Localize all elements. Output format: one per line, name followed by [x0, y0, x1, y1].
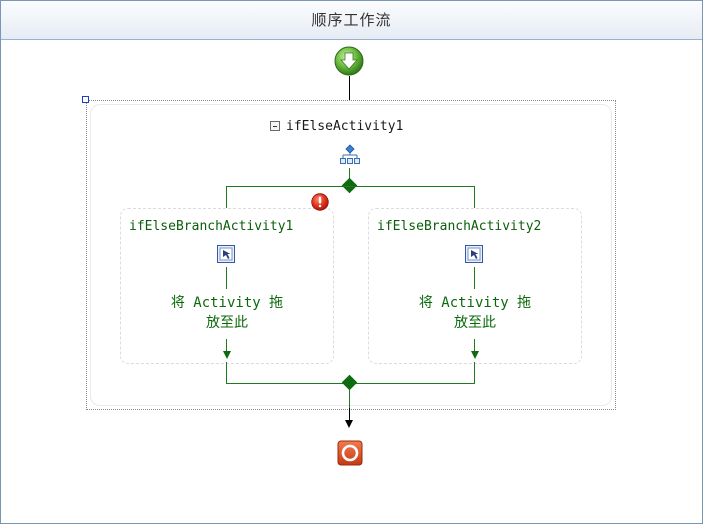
branch-1-line-bottom	[226, 339, 227, 351]
ifelse-activity-name: ifElseActivity1	[286, 118, 404, 134]
branch-1-line-top	[226, 267, 227, 289]
activity-placeholder-icon	[216, 244, 236, 264]
branch-2-arrow	[471, 351, 479, 359]
merge-connector-left	[226, 362, 227, 384]
connector-start	[349, 76, 350, 100]
ifelse-activity-container[interactable]	[86, 100, 616, 410]
start-arrow-icon[interactable]	[334, 46, 364, 76]
collapse-icon[interactable]	[270, 121, 280, 131]
split-connector-left	[226, 186, 227, 208]
split-connector-vertical	[349, 168, 350, 180]
stop-icon[interactable]	[337, 440, 363, 466]
activity-placeholder-icon	[464, 244, 484, 264]
merge-connector-right	[474, 362, 475, 384]
error-icon[interactable]	[311, 193, 329, 211]
ifelse-activity-body	[90, 104, 612, 406]
ifelse-header: ifElseActivity1	[270, 118, 403, 134]
branch-2-drop-line1: 将 Activity 拖	[418, 295, 532, 311]
split-connector-horizontal	[226, 186, 474, 187]
branch-1-drop-hint: 将 Activity 拖 放至此	[121, 293, 333, 333]
branch-2-line-bottom	[474, 339, 475, 351]
end-arrow	[345, 420, 353, 428]
branch-1-drop-line1: 将 Activity 拖	[170, 295, 284, 311]
branch-activity-1[interactable]: ifElseBranchActivity1 将 Activity 拖 放至此	[120, 208, 334, 364]
branch-2-drop-line2: 放至此	[454, 315, 496, 331]
merge-connector-vertical	[349, 389, 350, 408]
branch-2-drop-hint: 将 Activity 拖 放至此	[369, 293, 581, 333]
branch-activity-2-name: ifElseBranchActivity2	[377, 219, 542, 234]
workflow-title: 顺序工作流	[1, 1, 702, 40]
branch-2-line-top	[474, 267, 475, 289]
split-connector-right	[474, 186, 475, 208]
branch-activity-2[interactable]: ifElseBranchActivity2 将 Activity 拖 放至此	[368, 208, 582, 364]
selection-handle[interactable]	[82, 96, 89, 103]
branch-1-drop-line2: 放至此	[206, 315, 248, 331]
branch-1-arrow	[223, 351, 231, 359]
ifelse-activity-icon	[339, 143, 361, 165]
branch-activity-1-name: ifElseBranchActivity1	[129, 219, 294, 234]
connector-end	[349, 408, 350, 422]
